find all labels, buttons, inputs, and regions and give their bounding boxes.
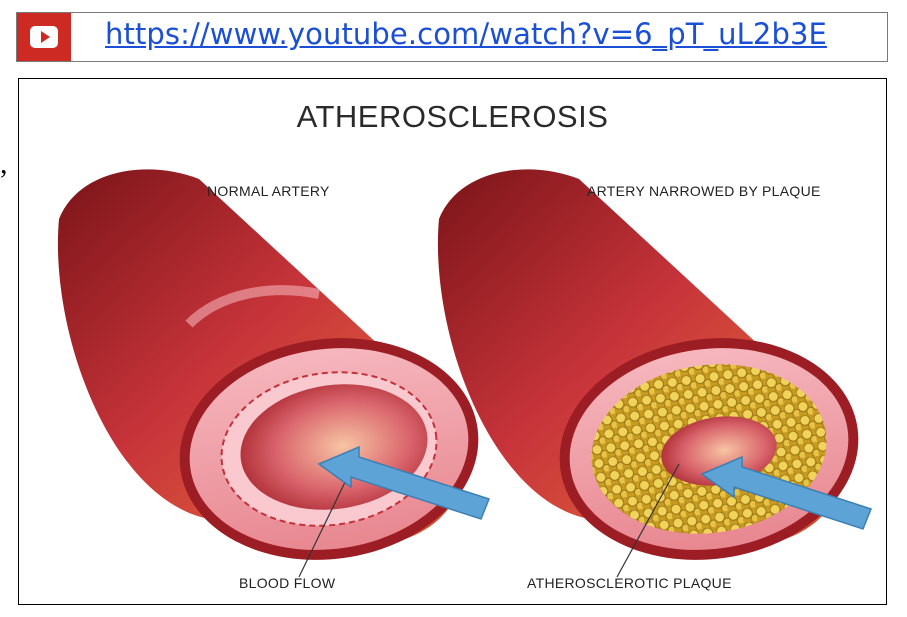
normal-artery-label: NORMAL ARTERY xyxy=(207,183,330,199)
atherosclerosis-diagram: ATHEROSCLEROSIS NORMAL ARTERY ARTERY NAR… xyxy=(18,78,887,605)
play-triangle-icon xyxy=(41,31,50,43)
play-button-shape xyxy=(30,26,58,48)
diagram-title: ATHEROSCLEROSIS xyxy=(19,99,886,135)
blood-flow-label: BLOOD FLOW xyxy=(239,575,335,591)
stray-comma: , xyxy=(0,150,8,178)
plaque-label: ATHEROSCLEROTIC PLAQUE xyxy=(527,575,732,591)
video-url-link[interactable]: https://www.youtube.com/watch?v=6_pT_uL2… xyxy=(105,17,827,51)
narrowed-artery xyxy=(438,169,873,578)
artery-illustration xyxy=(19,79,886,604)
video-link-bar: https://www.youtube.com/watch?v=6_pT_uL2… xyxy=(16,12,888,62)
narrowed-artery-label: ARTERY NARROWED BY PLAQUE xyxy=(587,183,821,199)
normal-artery xyxy=(58,169,493,578)
youtube-logo-icon[interactable] xyxy=(17,13,71,61)
